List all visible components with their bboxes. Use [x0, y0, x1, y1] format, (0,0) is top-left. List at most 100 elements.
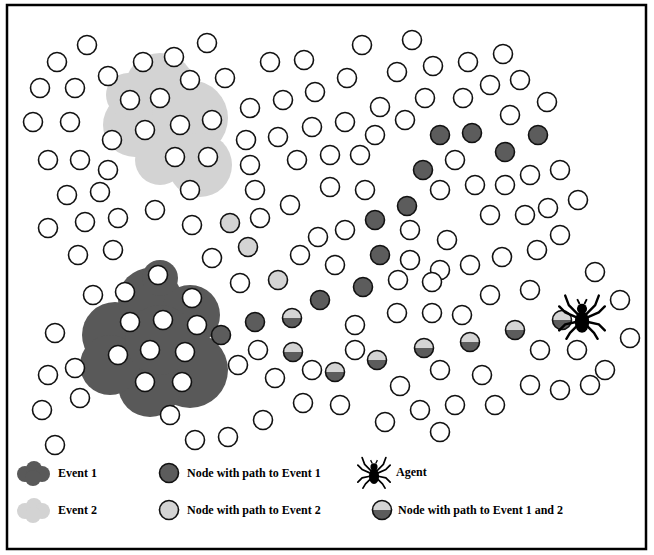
sensor-node [396, 111, 415, 130]
sensor-node [438, 231, 457, 250]
sensor-node [71, 389, 90, 408]
sensor-node [621, 329, 640, 348]
path-to-event-1-nodes [212, 124, 548, 345]
legend-entry: Event 1 [14, 460, 97, 486]
sensor-node [91, 183, 110, 202]
sensor-node [461, 256, 480, 275]
sensor-node [116, 283, 135, 302]
sensor-node [326, 256, 345, 275]
sensor-node [161, 406, 180, 425]
sensor-node [151, 89, 170, 108]
legend-entry: Event 2 [14, 497, 97, 523]
sensor-node [48, 53, 67, 72]
path-node-event-2 [269, 271, 288, 290]
sensor-node [183, 216, 202, 235]
sensor-node [173, 373, 192, 392]
path-node-event-1 [246, 313, 265, 332]
sensor-node [446, 151, 465, 170]
sensor-node [66, 79, 85, 98]
sensor-node [494, 45, 513, 64]
legend-label: Node with path to Event 2 [187, 503, 321, 518]
sensor-node [481, 76, 500, 95]
sensor-node [39, 219, 58, 238]
sensor-node [269, 128, 288, 147]
path-node-event-1 [529, 126, 548, 145]
legend-swatch [356, 455, 392, 489]
legend-swatch [14, 497, 54, 523]
sensor-node [176, 343, 195, 362]
sensor-node [261, 53, 280, 72]
sensor-node [539, 199, 558, 218]
sensor-node [581, 376, 600, 395]
frame [7, 5, 646, 549]
sensor-node [416, 89, 435, 108]
path-node-event-2 [239, 238, 258, 257]
path-node-both [415, 339, 434, 358]
sensor-node [338, 69, 357, 88]
sensor-node [39, 366, 58, 385]
event-2-region [103, 53, 232, 197]
sensor-node [411, 401, 430, 420]
legend-entry: Node with path to Event 1 [157, 461, 321, 485]
agent-swatch [358, 458, 390, 489]
path-node-both [284, 343, 303, 362]
region-swatch [17, 498, 50, 523]
sensor-node [596, 361, 615, 380]
sensor-node [388, 304, 407, 323]
sensor-node [389, 271, 408, 290]
sensor-node [39, 151, 58, 170]
sensor-node [431, 423, 450, 442]
path-node-event-1 [496, 143, 515, 162]
sensor-node [203, 249, 222, 268]
agent-icon [559, 296, 605, 339]
sensor-node [241, 156, 260, 175]
sensor-node [141, 341, 160, 360]
sensor-node [109, 209, 128, 228]
sensor-node [281, 196, 300, 215]
legend-label: Event 1 [58, 466, 97, 481]
sensor-node [466, 176, 485, 195]
sensor-node [424, 57, 443, 76]
sensor-node [336, 113, 355, 132]
sensor-node [423, 273, 442, 292]
sensor-node [266, 369, 285, 388]
sensor-node [511, 71, 530, 90]
path-to-event-2-nodes [221, 214, 288, 290]
sensor-node [586, 263, 605, 282]
sensor-node [431, 361, 450, 380]
half-node-swatch [373, 501, 392, 520]
sensor-node [99, 161, 118, 180]
sensor-node [356, 181, 375, 200]
legend-label: Event 2 [58, 503, 97, 518]
path-node-event-1 [463, 124, 482, 143]
sensor-node [109, 346, 128, 365]
sensor-node [198, 34, 217, 53]
path-node-both [283, 309, 302, 328]
sensor-node [376, 413, 395, 432]
sensor-node [569, 191, 588, 210]
sensor-node [66, 359, 85, 378]
sensor-node [336, 221, 355, 240]
sensor-node [401, 221, 420, 240]
sensor-node [181, 71, 200, 90]
sensor-node [121, 91, 140, 110]
sensor-node [521, 166, 540, 185]
legend-label: Node with path to Event 1 [187, 466, 321, 481]
sensor-node [481, 286, 500, 305]
sensor-node [71, 151, 90, 170]
path-node-both [506, 321, 525, 340]
sensor-node [294, 394, 313, 413]
sensor-node [431, 181, 450, 200]
sensor-node [199, 148, 218, 167]
sensor-node [58, 186, 77, 205]
sensor-nodes [24, 31, 640, 455]
sensor-node [459, 53, 478, 72]
sensor-node [551, 381, 570, 400]
legend-swatch [14, 460, 54, 486]
sensor-node [251, 209, 270, 228]
sensor-node [154, 311, 173, 330]
sensor-node [371, 98, 390, 117]
sensor-node [346, 341, 365, 360]
sensor-node [171, 116, 190, 135]
